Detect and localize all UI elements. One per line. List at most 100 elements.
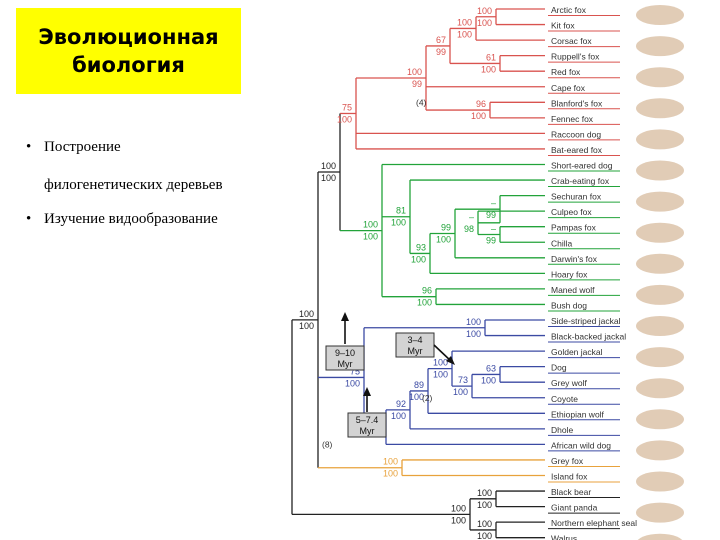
animal-illustration — [636, 316, 684, 336]
support-value-bottom: 100 — [321, 173, 336, 183]
species-label: Dog — [551, 363, 567, 373]
animal-illustration — [636, 284, 684, 305]
animal-illustration — [636, 67, 684, 88]
time-box-unit: Myr — [360, 426, 375, 436]
time-box-unit: Myr — [408, 346, 423, 356]
support-value-top: 100 — [466, 317, 481, 327]
note-label: (4) — [416, 97, 427, 107]
species-label: Raccoon dog — [551, 129, 601, 139]
animal-illustration — [636, 253, 684, 274]
bullet-item-1-cont: филогенетических деревьев — [44, 177, 223, 194]
animal-illustration — [636, 36, 684, 57]
support-value-bottom: 99 — [436, 47, 446, 57]
support-value-bottom: 100 — [299, 321, 314, 331]
support-value-top: 67 — [436, 35, 446, 45]
support-value-bottom: 100 — [471, 111, 486, 121]
support-value-top: 100 — [457, 17, 472, 27]
species-label: Northern elephant seal — [551, 518, 637, 528]
support-value-bottom: 100 — [337, 114, 352, 124]
animal-illustration — [636, 160, 684, 181]
support-value-top: 89 — [414, 380, 424, 390]
species-label: Kit fox — [551, 21, 575, 31]
support-value-top: 62 — [464, 0, 474, 2]
support-value-bottom: 100 — [436, 235, 451, 245]
species-label: Coyote — [551, 394, 578, 404]
species-label: Fennec fox — [551, 114, 594, 124]
bullet-text-1: Построение — [44, 139, 121, 155]
support-value-top: 100 — [477, 488, 492, 498]
species-label: Ruppell's fox — [551, 52, 600, 62]
species-label: Arctic fox — [551, 5, 587, 15]
bullet-item-2: • Изучение видообразование — [26, 211, 218, 228]
title-line-2: биология — [72, 53, 185, 77]
support-value-top: 75 — [342, 102, 352, 112]
animal-illustration — [636, 191, 684, 212]
support-value-top: 100 — [407, 67, 422, 77]
support-value-top: 100 — [433, 358, 448, 368]
animal-illustration — [636, 5, 684, 25]
time-box — [325, 345, 365, 371]
support-value-top: 96 — [422, 286, 432, 296]
animal-illustration — [636, 471, 684, 492]
species-label: Darwin's fox — [551, 254, 598, 264]
support-value-bottom: 98 — [464, 224, 474, 234]
support-value-top: 73 — [458, 375, 468, 385]
species-label: Cape fox — [551, 83, 586, 93]
species-label: Hoary fox — [551, 269, 588, 279]
time-box-value: 9–10 — [335, 348, 355, 358]
support-value-bottom: 100 — [391, 218, 406, 228]
support-value-bottom: 99 — [412, 79, 422, 89]
species-label: Sechuran fox — [551, 192, 602, 202]
support-value-top: 100 — [363, 220, 378, 230]
support-value-top: 75 — [350, 366, 360, 376]
support-value-bottom: 100 — [391, 411, 406, 421]
support-value-bottom: 100 — [409, 392, 424, 402]
support-value-top: 100 — [321, 161, 336, 171]
species-label: Crab-eating fox — [551, 176, 610, 186]
bullet-text-2: филогенетических деревьев — [44, 177, 223, 193]
species-label: Red fox — [551, 67, 581, 77]
species-label: Bat-eared fox — [551, 145, 603, 155]
title-box: Эволюционная биология — [16, 8, 241, 94]
species-label: Pampas fox — [551, 223, 597, 233]
species-label: Golden jackal — [551, 347, 603, 357]
support-value-bottom: 100 — [383, 469, 398, 479]
bullet-dot: • — [26, 139, 32, 155]
support-value-top: 96 — [476, 99, 486, 109]
support-value-top: 100 — [451, 503, 466, 513]
species-label: Walrus — [551, 534, 577, 540]
bullet-text-3: Изучение видообразование — [44, 211, 218, 227]
support-value-bottom: 100 — [451, 515, 466, 525]
species-label: Grey fox — [551, 456, 584, 466]
support-value-top: 100 — [477, 519, 492, 529]
animal-illustration — [636, 378, 684, 399]
species-label: Dhole — [551, 425, 573, 435]
support-value-top: 93 — [416, 242, 426, 252]
species-label: Ethiopian wolf — [551, 409, 605, 419]
species-label: Black bear — [551, 487, 591, 497]
animal-illustration — [636, 98, 684, 119]
support-value-bottom: 100 — [457, 29, 472, 39]
support-value-bottom: 98 — [464, 0, 474, 2]
note-label: (2) — [422, 393, 433, 403]
support-value-top: – — [491, 223, 496, 233]
support-value-top: 100 — [383, 457, 398, 467]
species-label: Giant panda — [551, 503, 598, 513]
bullet-dot: • — [26, 211, 32, 227]
animal-illustration — [636, 409, 684, 430]
species-label: Grey wolf — [551, 378, 588, 388]
support-value-bottom: 100 — [417, 298, 432, 308]
species-label: Short-eared dog — [551, 161, 613, 171]
support-value-bottom: 100 — [466, 329, 481, 339]
species-label: Island fox — [551, 472, 588, 482]
arrow-head — [446, 356, 455, 365]
time-box-unit: Myr — [338, 359, 353, 369]
note-label: (8) — [322, 439, 333, 449]
support-value-bottom: 99 — [486, 210, 496, 220]
support-value-top: 63 — [486, 363, 496, 373]
support-value-bottom: 100 — [363, 232, 378, 242]
species-label: Corsac fox — [551, 36, 592, 46]
time-box-value: 3–4 — [407, 335, 422, 345]
support-value-bottom: 100 — [477, 531, 492, 540]
